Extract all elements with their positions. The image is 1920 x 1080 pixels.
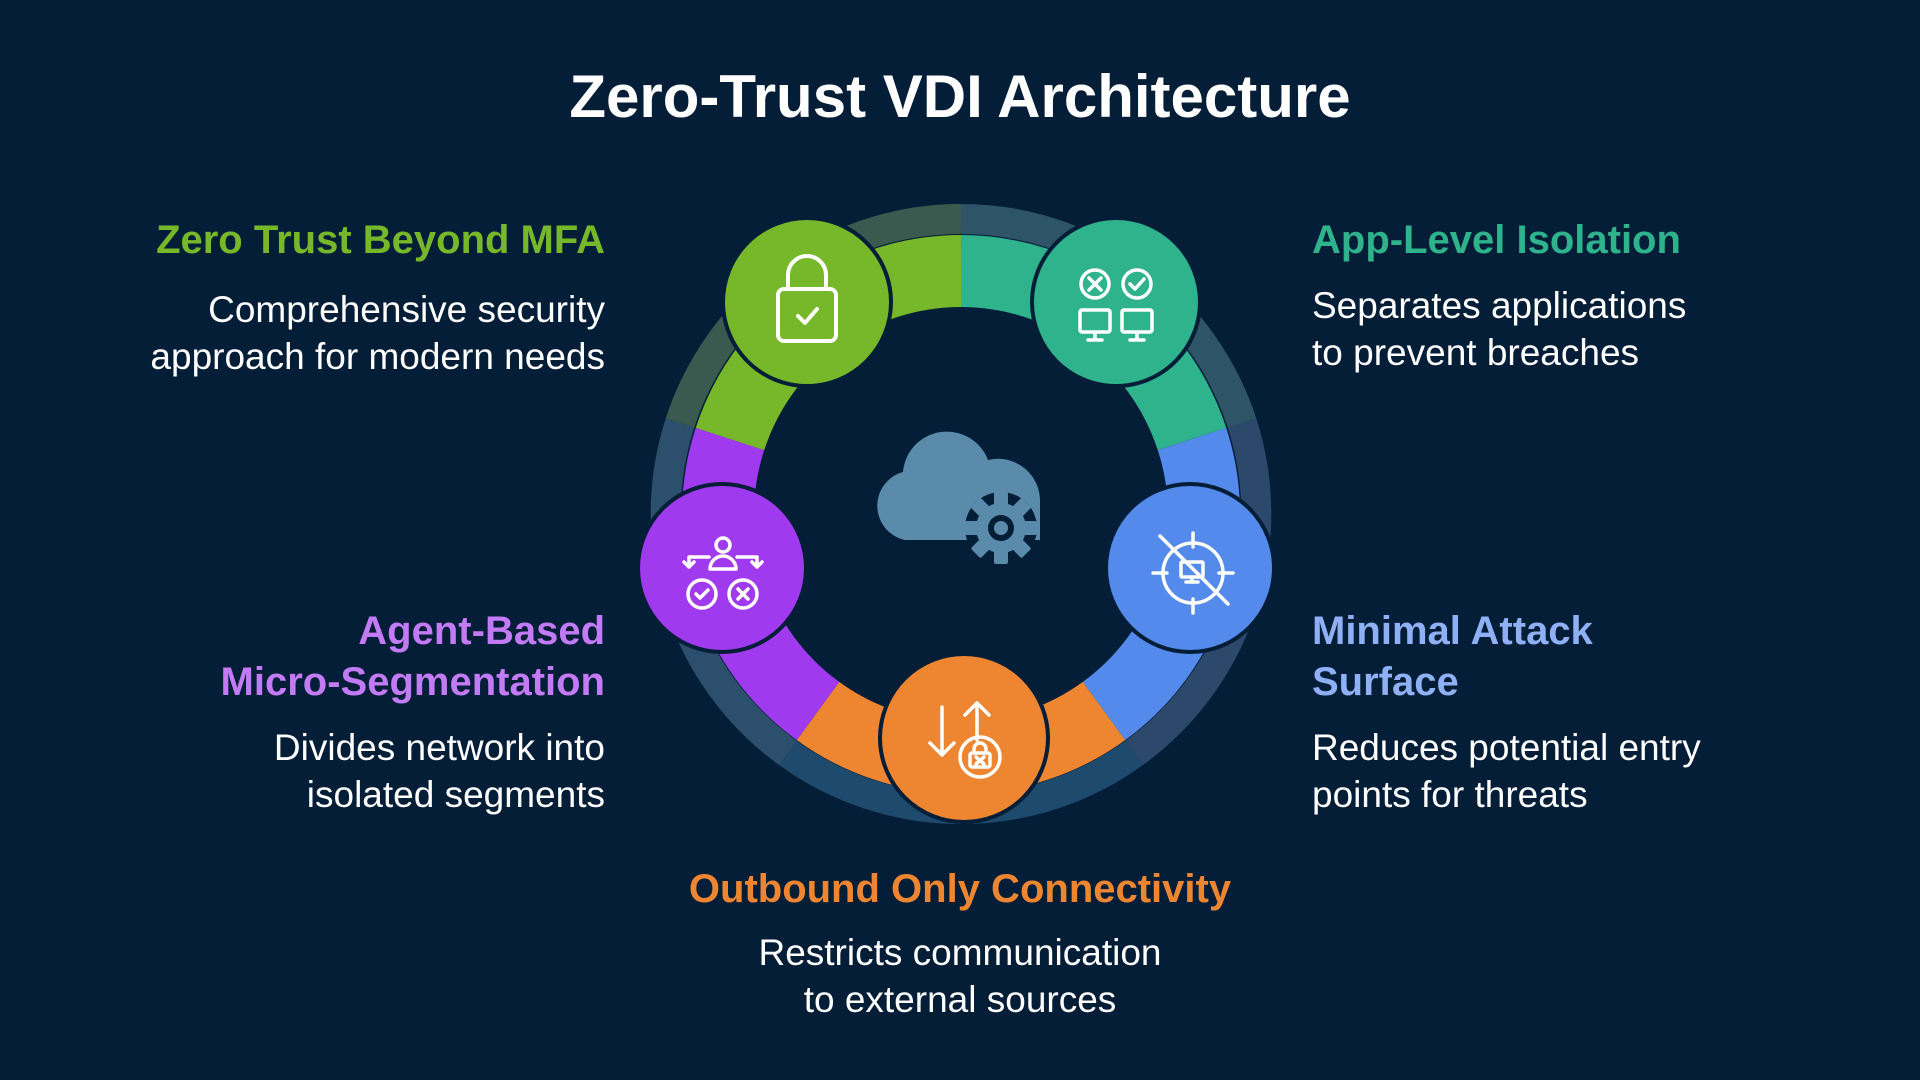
item-description: Divides network into isolated segments bbox=[273, 727, 605, 815]
item-description: Restricts communication to external sour… bbox=[758, 932, 1162, 1020]
item-description: Comprehensive security approach for mode… bbox=[150, 289, 605, 377]
node-zero-trust[interactable] bbox=[721, 216, 893, 388]
page-title: Zero-Trust VDI Architecture bbox=[569, 63, 1351, 130]
item-micro-segmentation: Agent-Based Micro-Segmentation Divides n… bbox=[221, 606, 605, 818]
item-title: Agent-Based Micro-Segmentation bbox=[220, 609, 605, 704]
outbound-lock-icon bbox=[928, 701, 1002, 779]
item-outbound: Outbound Only Connectivity Restricts com… bbox=[560, 864, 1360, 1023]
isolated-apps-icon bbox=[1078, 268, 1154, 342]
item-zero-trust: Zero Trust Beyond MFA Comprehensive secu… bbox=[150, 215, 605, 380]
item-app-isolation: App-Level Isolation Separates applicatio… bbox=[1312, 215, 1686, 376]
target-off-icon bbox=[1151, 531, 1235, 615]
cloud-gear-icon bbox=[877, 431, 1041, 564]
item-description: Separates applications to prevent breach… bbox=[1312, 285, 1687, 373]
segmentation-icon bbox=[682, 536, 764, 610]
node-attack-surface[interactable] bbox=[1104, 482, 1276, 654]
lock-check-icon bbox=[776, 254, 838, 343]
node-micro-segmentation[interactable] bbox=[636, 482, 808, 654]
item-title: App-Level Isolation bbox=[1312, 218, 1681, 262]
item-attack-surface: Minimal Attack Surface Reduces potential… bbox=[1312, 606, 1701, 818]
item-title: Outbound Only Connectivity bbox=[688, 867, 1232, 911]
item-title: Zero Trust Beyond MFA bbox=[156, 218, 605, 262]
item-description: Reduces potential entry points for threa… bbox=[1312, 727, 1701, 815]
node-outbound[interactable] bbox=[878, 652, 1050, 824]
item-title: Minimal Attack Surface bbox=[1312, 609, 1593, 704]
node-app-isolation[interactable] bbox=[1030, 216, 1202, 388]
